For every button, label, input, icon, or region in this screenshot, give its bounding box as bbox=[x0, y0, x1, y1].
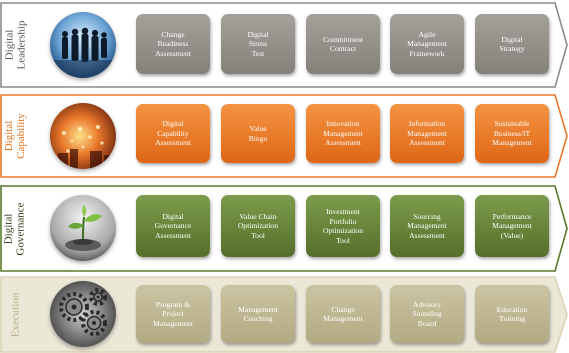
management-coaching-button[interactable]: Management Coaching bbox=[221, 285, 295, 343]
row-digital-governance: Digital Governance Digital Governance As… bbox=[0, 185, 569, 272]
row-label-governance: Digital Governance bbox=[3, 201, 28, 256]
investment-portfolio-optimization-tool-button[interactable]: Investment Portfolio Optimization Tool bbox=[306, 195, 380, 257]
change-management-button[interactable]: Change Management bbox=[306, 285, 380, 343]
change-readiness-assessment-button[interactable]: Change Readiness Assessment bbox=[136, 14, 210, 74]
performance-management-value-button[interactable]: Performance Management (Value) bbox=[475, 195, 549, 257]
gears-icon bbox=[50, 281, 116, 347]
row-execution: Execution Pro bbox=[0, 276, 569, 353]
information-management-assessment-button[interactable]: Information Management Assessment bbox=[390, 104, 464, 163]
digital-capability-assessment-button[interactable]: Digital Capability Assessment bbox=[136, 104, 210, 163]
row-digital-capability: Digital Capability Digital Capabil bbox=[0, 94, 569, 178]
digital-governance-assessment-button[interactable]: Digital Governance Assessment bbox=[136, 195, 210, 257]
row-label-leadership: Digital Leadership bbox=[3, 20, 27, 70]
plant-growing-icon bbox=[50, 195, 116, 261]
row-label-execution: Execution bbox=[9, 292, 22, 337]
agile-management-framework-button[interactable]: Agile Management Framework bbox=[390, 14, 464, 74]
city-lights-icon bbox=[50, 103, 116, 169]
digital-strategy-button[interactable]: Digital Strategy bbox=[475, 14, 549, 74]
value-chain-optimization-tool-button[interactable]: Value Chain Optimization Tool bbox=[221, 195, 295, 257]
sustainable-business-it-management-button[interactable]: Sustainable Business/IT Management bbox=[475, 104, 549, 163]
innovation-management-assessment-button[interactable]: Innovation Management Assessment bbox=[306, 104, 380, 163]
sourcing-management-assessment-button[interactable]: Sourcing Management Assessment bbox=[390, 195, 464, 257]
education-training-button[interactable]: Education Training bbox=[475, 285, 549, 343]
commitment-contract-button[interactable]: Commitment Contract bbox=[306, 14, 380, 74]
digital-stress-test-button[interactable]: Digital Stress Test bbox=[221, 14, 295, 74]
row-label-capability: Digital Capability bbox=[3, 113, 28, 159]
row-digital-leadership: Digital Leadership Change Readiness Asse… bbox=[0, 2, 569, 88]
value-bingo-button[interactable]: Value Bingo bbox=[221, 104, 295, 163]
program-project-management-button[interactable]: Program & Project Management bbox=[136, 285, 210, 343]
advisory-sounding-board-button[interactable]: Advisory Sounding Board bbox=[390, 285, 464, 343]
business-people-silhouette-icon bbox=[50, 12, 116, 78]
